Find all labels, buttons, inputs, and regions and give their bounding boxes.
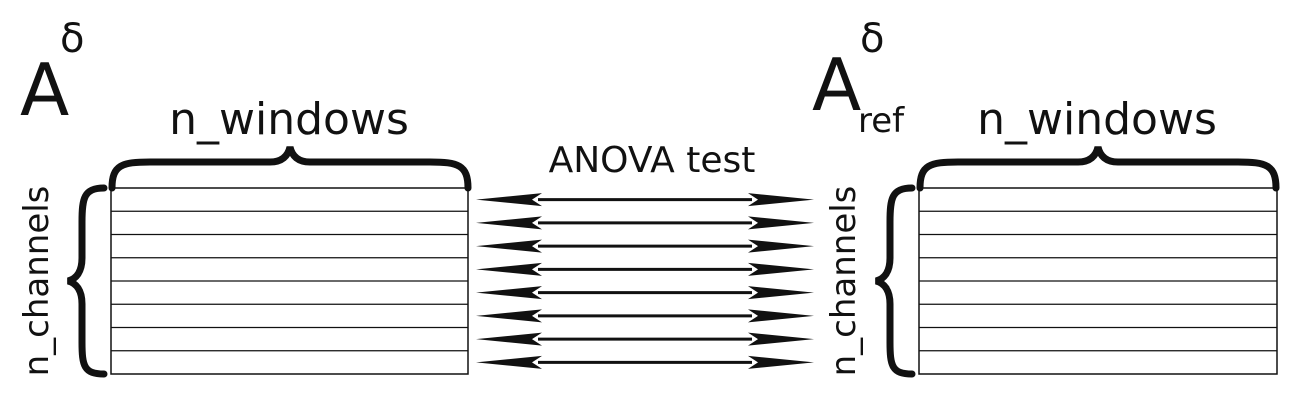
right-columns-label: n_windows xyxy=(977,94,1217,145)
double-arrow xyxy=(476,193,814,207)
arrowhead-right xyxy=(748,262,814,276)
left-matrix-symbol: A xyxy=(20,48,69,132)
double-arrow xyxy=(476,355,814,369)
left-matrix-rows xyxy=(111,210,468,352)
arrowhead-left xyxy=(476,355,542,369)
right-rows-brace xyxy=(874,184,916,378)
arrowhead-right xyxy=(748,193,814,207)
arrowhead-left xyxy=(476,239,542,253)
arrowhead-left xyxy=(476,309,542,323)
arrowhead-right xyxy=(748,239,814,253)
arrowhead-left xyxy=(476,262,542,276)
left-columns-brace xyxy=(108,146,472,192)
right-matrix-table xyxy=(918,187,1278,375)
arrowhead-right xyxy=(748,355,814,369)
double-arrow xyxy=(476,309,814,323)
double-arrow xyxy=(476,332,814,346)
left-rows-brace xyxy=(66,184,108,378)
left-columns-label: n_windows xyxy=(169,94,409,145)
arrowhead-right xyxy=(748,216,814,230)
double-arrow xyxy=(476,286,814,300)
arrowhead-right xyxy=(748,286,814,300)
arrowhead-left xyxy=(476,193,542,207)
comparison-label: ANOVA test xyxy=(549,140,756,181)
right-matrix-subscript: ref xyxy=(858,101,905,141)
right-matrix-superscript: δ xyxy=(860,16,884,62)
left-matrix-title: A δ xyxy=(20,16,84,132)
left-rows-label: n_channels xyxy=(17,186,57,377)
right-matrix-rows xyxy=(919,210,1277,352)
left-matrix-superscript: δ xyxy=(60,16,84,62)
arrowhead-left xyxy=(476,286,542,300)
arrowhead-right xyxy=(748,309,814,323)
right-matrix-title: A δ ref xyxy=(812,16,905,141)
double-arrow xyxy=(476,262,814,276)
right-matrix-symbol: A xyxy=(812,43,861,127)
double-arrow xyxy=(476,216,814,230)
arrowhead-left xyxy=(476,332,542,346)
arrowhead-right xyxy=(748,332,814,346)
double-arrow xyxy=(476,239,814,253)
comparison-arrows xyxy=(476,193,814,369)
left-matrix-table xyxy=(110,187,469,375)
arrowhead-left xyxy=(476,216,542,230)
right-columns-brace xyxy=(916,146,1280,192)
right-rows-label: n_channels xyxy=(824,186,864,377)
